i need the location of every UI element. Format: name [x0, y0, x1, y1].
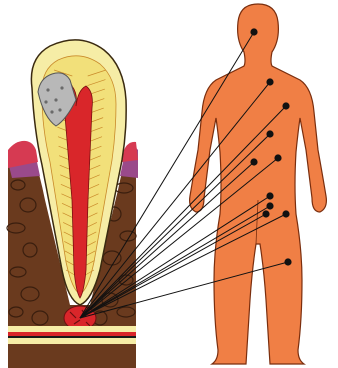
- marker-side: [274, 154, 281, 161]
- marker-chest: [282, 102, 289, 109]
- marker-stomach: [250, 158, 257, 165]
- marker-kidney: [266, 192, 273, 199]
- filling-speck: [44, 100, 47, 103]
- marker-hip: [266, 202, 273, 209]
- nerve-canal: [8, 326, 136, 344]
- filling-speck: [60, 86, 63, 89]
- marker-pelvis: [262, 210, 269, 217]
- marker-shoulder: [266, 78, 273, 85]
- filling-speck: [46, 88, 49, 91]
- marker-upper-abdomen: [266, 130, 273, 137]
- marker-head: [250, 28, 257, 35]
- marker-groin: [282, 210, 289, 217]
- tooth-cross-section-icon: [7, 40, 138, 368]
- filling-speck: [50, 110, 53, 113]
- filling-speck: [58, 108, 61, 111]
- filling-speck: [54, 98, 57, 101]
- marker-thigh: [284, 258, 291, 265]
